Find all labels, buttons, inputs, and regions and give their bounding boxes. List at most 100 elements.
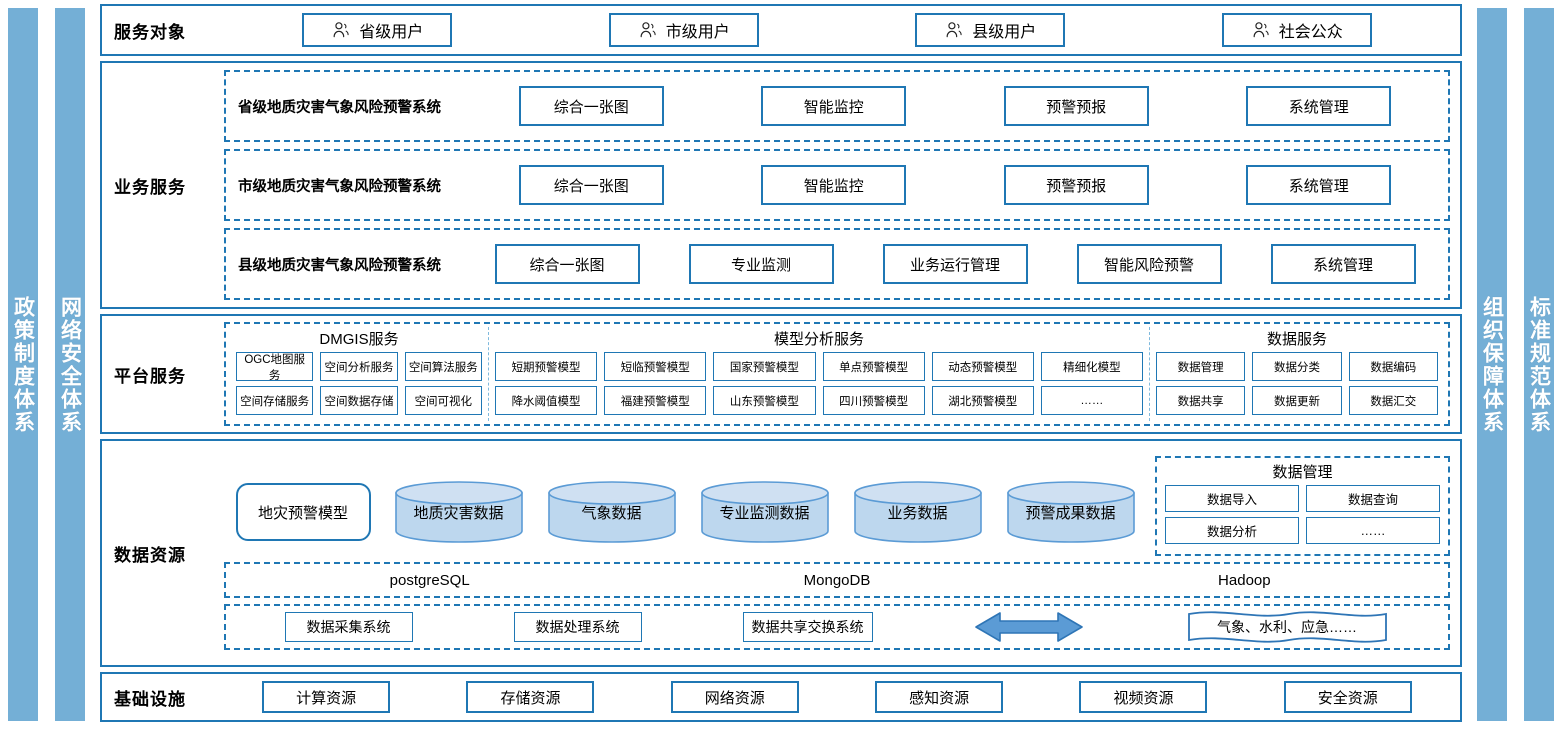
data-resource-label: 数据资源 xyxy=(114,545,186,565)
external-departments-label: 气象、水利、应急…… xyxy=(1217,619,1357,635)
data-cylinder-meteorology[interactable]: 气象数据 xyxy=(547,481,677,543)
dmgis-item-5[interactable]: 空间可视化 xyxy=(404,386,482,415)
user-chip-province-label: 省级用户 xyxy=(359,24,424,41)
external-departments-box[interactable]: 气象、水利、应急…… xyxy=(1185,607,1390,647)
data-service-item-2[interactable]: 数据编码 xyxy=(1348,352,1438,381)
user-chip-county[interactable]: 县级用户 xyxy=(915,13,1066,47)
infrastructure-band: 基础设施 计算资源 存储资源 网络资源 感知资源 视频资源 安全资源 xyxy=(100,672,1462,722)
business-item-province-2[interactable]: 预警预报 xyxy=(1003,86,1149,126)
dmgis-item-3[interactable]: 空间存储服务 xyxy=(236,386,314,415)
data-management-item-query[interactable]: 数据查询 xyxy=(1306,485,1440,512)
business-item-county-0[interactable]: 综合一张图 xyxy=(494,244,640,284)
double-arrow-icon xyxy=(974,612,1083,642)
infrastructure-item-video[interactable]: 视频资源 xyxy=(1079,681,1208,713)
data-cylinder-professional-monitoring[interactable]: 专业监测数据 xyxy=(700,481,830,543)
dmgis-item-2[interactable]: 空间算法服务 xyxy=(404,352,482,381)
database-hadoop[interactable]: Hadoop xyxy=(1218,571,1271,589)
data-cylinder-meteorology-label: 气象数据 xyxy=(581,504,642,522)
platform-service-label: 平台服务 xyxy=(114,366,186,386)
user-chip-public[interactable]: 社会公众 xyxy=(1221,13,1372,47)
model-item-8[interactable]: 山东预警模型 xyxy=(713,386,816,415)
model-item-9[interactable]: 四川预警模型 xyxy=(822,386,925,415)
business-item-province-0[interactable]: 综合一张图 xyxy=(518,86,664,126)
business-service-band: 业务服务 省级地质灾害气象风险预警系统 综合一张图 智能监控 预警预报 系统管理… xyxy=(100,61,1462,309)
business-item-city-0[interactable]: 综合一张图 xyxy=(518,165,664,205)
model-item-1[interactable]: 短临预警模型 xyxy=(604,352,707,381)
data-service-item-3[interactable]: 数据共享 xyxy=(1156,386,1246,415)
business-item-county-1[interactable]: 专业监测 xyxy=(688,244,834,284)
platform-group-data-service: 数据服务 数据管理 数据分类 数据编码 数据共享 数据更新 数据汇交 xyxy=(1149,327,1444,421)
data-management-group: 数据管理 数据导入 数据查询 数据分析 …… xyxy=(1155,456,1450,556)
infrastructure-item-storage[interactable]: 存储资源 xyxy=(466,681,595,713)
database-mongodb[interactable]: MongoDB xyxy=(803,571,871,589)
platform-group-model-analysis-title: 模型分析服务 xyxy=(773,331,864,348)
data-management-item-ellipsis[interactable]: …… xyxy=(1306,517,1440,544)
business-item-city-3[interactable]: 系统管理 xyxy=(1246,165,1392,205)
data-cylinder-warning-results[interactable]: 预警成果数据 xyxy=(1006,481,1136,543)
model-item-0[interactable]: 短期预警模型 xyxy=(494,352,598,381)
user-chip-city[interactable]: 市级用户 xyxy=(608,13,759,47)
business-item-county-2[interactable]: 业务运行管理 xyxy=(882,244,1028,284)
data-cylinder-geohazard[interactable]: 地质灾害数据 xyxy=(394,481,524,543)
data-resource-band: 数据资源 地灾预警模型 地质灾害数据 xyxy=(100,439,1462,667)
business-row-province-items: 综合一张图 智能监控 预警预报 系统管理 xyxy=(470,86,1440,126)
data-cylinder-geohazard-label: 地质灾害数据 xyxy=(413,504,504,522)
business-item-province-3[interactable]: 系统管理 xyxy=(1246,86,1392,126)
pipeline-data-collection-system[interactable]: 数据采集系统 xyxy=(284,612,413,642)
business-item-city-2[interactable]: 预警预报 xyxy=(1003,165,1149,205)
architecture-stack: 服务对象 省级用户 市级用户 xyxy=(100,4,1462,725)
platform-group-dmgis: DMGIS服务 OGC地图服务 空间分析服务 空间算法服务 空间存储服务 空间数… xyxy=(230,327,488,421)
geohazard-warning-model-box[interactable]: 地灾预警模型 xyxy=(235,483,371,541)
model-item-7[interactable]: 福建预警模型 xyxy=(604,386,707,415)
model-item-4[interactable]: 动态预警模型 xyxy=(931,352,1034,381)
sidebar-organization-guarantee-system-label: 组织保障体系 xyxy=(1480,295,1504,434)
dmgis-item-1[interactable]: 空间分析服务 xyxy=(320,352,398,381)
data-cylinder-business[interactable]: 业务数据 xyxy=(853,481,983,543)
data-service-item-1[interactable]: 数据分类 xyxy=(1252,352,1342,381)
business-row-county-system: 县级地质灾害气象风险预警系统 xyxy=(238,257,441,274)
business-item-county-4[interactable]: 系统管理 xyxy=(1270,244,1416,284)
service-object-user-list: 省级用户 市级用户 县级用户 xyxy=(224,13,1460,47)
data-service-item-0[interactable]: 数据管理 xyxy=(1156,352,1246,381)
database-postgresql[interactable]: postgreSQL xyxy=(389,571,470,589)
user-chip-province[interactable]: 省级用户 xyxy=(302,13,453,47)
business-item-county-3[interactable]: 智能风险预警 xyxy=(1076,244,1222,284)
business-row-city-items: 综合一张图 智能监控 预警预报 系统管理 xyxy=(470,165,1440,205)
pipeline-data-exchange-system[interactable]: 数据共享交换系统 xyxy=(742,612,873,642)
infrastructure-item-sensing[interactable]: 感知资源 xyxy=(875,681,1004,713)
model-item-3[interactable]: 单点预警模型 xyxy=(822,352,925,381)
cylinder-icon xyxy=(547,481,676,543)
data-service-item-4[interactable]: 数据更新 xyxy=(1252,386,1342,415)
person-icon xyxy=(1253,22,1269,38)
infrastructure-item-compute[interactable]: 计算资源 xyxy=(262,681,391,713)
business-item-province-1[interactable]: 智能监控 xyxy=(761,86,907,126)
sidebar-standard-specification-system-label: 标准规范体系 xyxy=(1527,295,1551,434)
service-object-label: 服务对象 xyxy=(114,22,186,42)
model-item-6[interactable]: 降水阈值模型 xyxy=(494,386,598,415)
business-service-label: 业务服务 xyxy=(114,177,186,197)
business-row-city: 市级地质灾害气象风险预警系统 综合一张图 智能监控 预警预报 系统管理 xyxy=(224,149,1450,221)
pipeline-data-processing-system[interactable]: 数据处理系统 xyxy=(513,612,642,642)
person-icon xyxy=(946,22,962,38)
dmgis-item-0[interactable]: OGC地图服务 xyxy=(236,352,314,382)
model-item-10[interactable]: 湖北预警模型 xyxy=(931,386,1034,415)
model-item-5[interactable]: 精细化模型 xyxy=(1040,352,1144,381)
data-service-item-5[interactable]: 数据汇交 xyxy=(1348,386,1438,415)
scroll-shape-icon xyxy=(1187,611,1387,643)
data-pipeline-row: 数据采集系统 数据处理系统 数据共享交换系统 气象、水利、应急…… xyxy=(224,604,1450,650)
business-row-province-system: 省级地质灾害气象风险预警系统 xyxy=(238,99,441,116)
data-management-item-analysis[interactable]: 数据分析 xyxy=(1165,517,1299,544)
cylinder-icon xyxy=(394,481,523,543)
business-item-city-1[interactable]: 智能监控 xyxy=(761,165,907,205)
infrastructure-item-security[interactable]: 安全资源 xyxy=(1283,681,1412,713)
cylinder-icon xyxy=(1006,481,1135,543)
cylinder-icon xyxy=(700,481,829,543)
dmgis-item-4[interactable]: 空间数据存储 xyxy=(320,386,398,415)
data-resource-top: 地灾预警模型 地质灾害数据 气象数据 xyxy=(224,456,1450,556)
infrastructure-item-network[interactable]: 网络资源 xyxy=(670,681,799,713)
service-object-band: 服务对象 省级用户 市级用户 xyxy=(100,4,1462,56)
platform-group-data-service-title: 数据服务 xyxy=(1266,331,1327,348)
model-item-2[interactable]: 国家预警模型 xyxy=(713,352,816,381)
data-management-item-import[interactable]: 数据导入 xyxy=(1165,485,1299,512)
model-item-ellipsis[interactable]: …… xyxy=(1040,386,1144,415)
